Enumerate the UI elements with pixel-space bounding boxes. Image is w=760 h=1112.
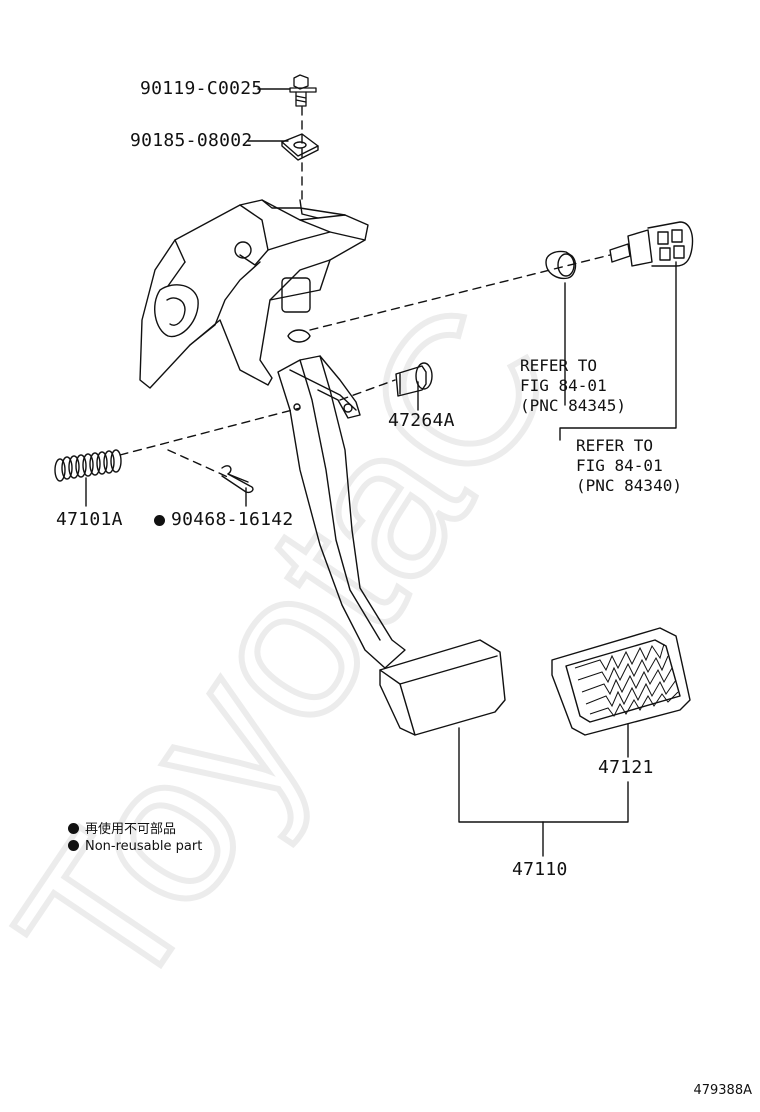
dash-switch-axis — [309, 254, 611, 331]
refer-note-2: REFER TO FIG 84-01 (PNC 84340) — [576, 436, 682, 495]
stop-cushion — [545, 250, 577, 280]
legend-jp: 再使用不可部品 — [68, 818, 176, 837]
dash-pin-axis — [339, 379, 396, 401]
legend-en: Non-reusable part — [68, 839, 202, 854]
pedal-pad-cover — [551, 627, 691, 736]
pedal-bracket — [139, 199, 369, 389]
bolt-90119 — [289, 74, 317, 107]
pedal-arm — [277, 355, 406, 669]
pedal-pad-texture — [574, 643, 679, 717]
leader-refer-2 — [559, 261, 677, 441]
clip-90468 — [221, 465, 254, 494]
non-reusable-legend-icon — [68, 823, 79, 834]
non-reusable-legend-icon — [68, 840, 79, 851]
nut-90185 — [281, 133, 319, 161]
label-bolt: 90119-C0025 — [140, 78, 263, 99]
dash-clip-axis — [167, 449, 231, 479]
stop-lamp-switch — [609, 221, 694, 267]
pin-47264A — [395, 362, 433, 397]
figure-number: 479388A — [693, 1083, 752, 1098]
spring-47101A — [54, 449, 122, 482]
label-clip: 90468-16142 — [154, 509, 294, 530]
label-pedal-assy: 47110 — [512, 859, 568, 880]
label-nut: 90185-08002 — [130, 130, 253, 151]
refer-note-1: REFER TO FIG 84-01 (PNC 84345) — [520, 356, 626, 415]
label-pedal-pad: 47121 — [598, 757, 654, 778]
label-spring: 47101A — [56, 509, 123, 530]
dash-spring-axis — [119, 407, 301, 456]
label-pin: 47264A — [388, 410, 455, 431]
non-reusable-marker-icon — [154, 515, 165, 526]
pedal-pad-base — [379, 639, 506, 736]
